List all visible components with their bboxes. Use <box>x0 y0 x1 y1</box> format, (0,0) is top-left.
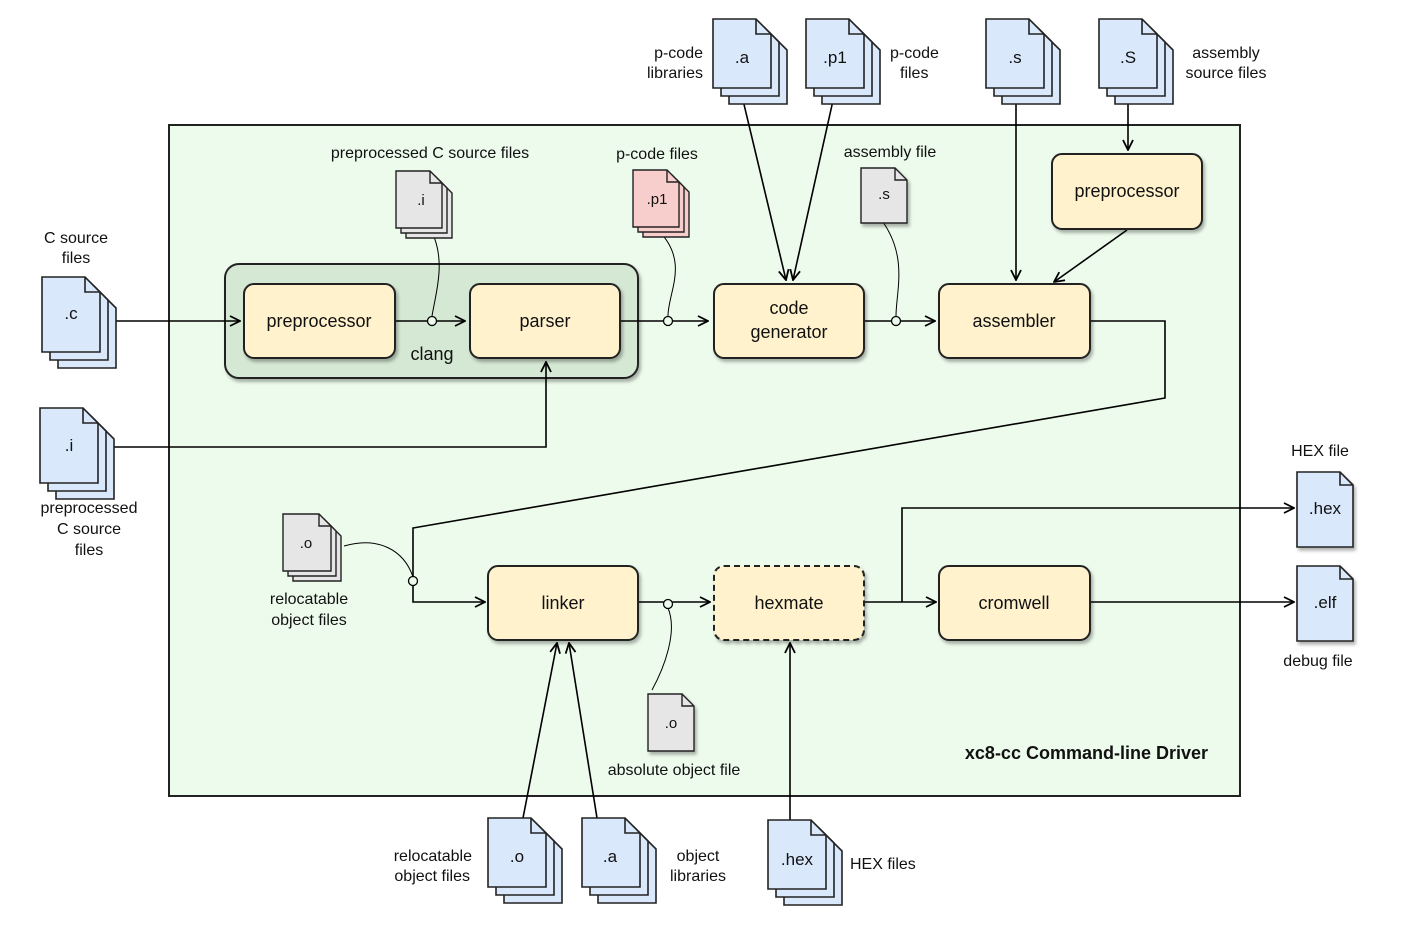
c-source-doc-icon[interactable] <box>41 276 117 369</box>
edge-p1-to-codegen <box>793 95 835 280</box>
driver-container <box>168 124 1241 797</box>
preproc-c-label-1: preprocessed <box>41 500 138 517</box>
cromwell-box[interactable] <box>938 565 1091 641</box>
reloc-left-label-2: object files <box>271 612 347 629</box>
pcode-libs-label-1: p-code <box>654 45 703 62</box>
parser-label: parser <box>519 311 570 331</box>
debug-file-label: debug file <box>1283 653 1352 670</box>
o-relocatable-bottom-doc-icon[interactable] <box>487 817 563 904</box>
edge-to-hex-output <box>901 508 1294 602</box>
S-input-doc-icon[interactable] <box>1098 18 1174 105</box>
p1-input-doc-text: .p1 <box>823 48 847 67</box>
edge-i-to-parser <box>114 362 546 448</box>
code-generator-label-2: generator <box>750 322 827 342</box>
c-source-label-2: files <box>62 250 90 267</box>
S-input-doc-text: .S <box>1120 48 1136 67</box>
obj-libs-label-2: libraries <box>670 868 726 885</box>
o-relocatable-bottom-doc-text: .o <box>510 847 524 866</box>
hexmate-label: hexmate <box>754 593 823 613</box>
s-intermediate-doc-icon[interactable] <box>860 167 908 224</box>
clang-label: clang <box>410 344 453 364</box>
i-input-doc-text: .i <box>65 436 74 455</box>
p1-input-doc-icon[interactable] <box>805 18 881 105</box>
p1-intermediate-doc-icon[interactable] <box>632 169 690 238</box>
parser-box[interactable] <box>469 283 621 359</box>
preproc-c-label-2: C source <box>57 521 121 538</box>
reloc-bottom-label-2: object files <box>394 868 470 885</box>
elf-output-doc-icon[interactable] <box>1296 565 1354 642</box>
o-absolute-doc-text: .o <box>665 715 678 732</box>
hexmate-box[interactable] <box>713 565 865 641</box>
i-intermediate-doc-text: .i <box>417 192 425 209</box>
a-object-lib-doc-icon[interactable] <box>581 817 657 904</box>
hex-files-label: HEX files <box>850 856 916 873</box>
cromwell-label: cromwell <box>978 593 1049 613</box>
assembler-label: assembler <box>972 311 1055 331</box>
a-pcode-doc-text: .a <box>735 48 750 67</box>
c-source-label-1: C source <box>44 230 108 247</box>
s-intermediate-doc-text: .s <box>878 186 890 203</box>
preproc-c-label-3: files <box>75 542 103 559</box>
linker-label: linker <box>541 593 584 613</box>
i-input-doc-icon[interactable] <box>39 407 115 500</box>
hex-input-doc-icon[interactable] <box>767 819 843 906</box>
c-source-doc-text: .c <box>64 304 78 323</box>
elf-output-doc-text: .elf <box>1314 593 1337 612</box>
preprocessor-c-box[interactable] <box>243 283 396 359</box>
hex-file-label: HEX file <box>1291 443 1349 460</box>
s-input-doc-icon[interactable] <box>985 18 1061 105</box>
assembly-file-label: assembly file <box>844 144 937 161</box>
pcode-files-mid-label: p-code files <box>616 146 698 163</box>
s-input-doc-text: .s <box>1008 48 1021 67</box>
free-labels: C source files preprocessed C source fil… <box>41 45 1353 885</box>
preprocessor-asm-label: preprocessor <box>1074 181 1179 201</box>
code-generator-box[interactable] <box>713 283 865 359</box>
obj-libs-label-1: object <box>677 848 720 865</box>
edge-a-to-linker <box>569 643 598 819</box>
edge-preprocessor-to-assembler <box>1054 229 1128 282</box>
asm-src-label-1: assembly <box>1192 45 1260 62</box>
pcode-libs-label-2: libraries <box>647 65 703 82</box>
o-absolute-doc-icon[interactable] <box>647 693 695 752</box>
edge-assembler-to-linker <box>412 320 1166 602</box>
i-intermediate-doc-icon[interactable] <box>395 170 453 239</box>
code-generator-label-1: code <box>769 298 808 318</box>
preprocessor-c-label: preprocessor <box>266 311 371 331</box>
o-relocatable-left-doc-text: .o <box>300 535 313 552</box>
process-boxes <box>243 153 1203 641</box>
hex-output-doc-icon[interactable] <box>1296 471 1354 548</box>
o-relocatable-left-doc-icon[interactable] <box>282 513 342 582</box>
reloc-bottom-label-1: relocatable <box>394 848 472 865</box>
linker-box[interactable] <box>487 565 639 641</box>
a-object-lib-doc-text: .a <box>603 847 618 866</box>
preprocessor-asm-box[interactable] <box>1051 153 1203 230</box>
hex-input-doc-text: .hex <box>781 850 814 869</box>
reloc-left-label-1: relocatable <box>270 591 348 608</box>
asm-src-label-2: source files <box>1186 65 1267 82</box>
p1-intermediate-doc-text: .p1 <box>647 191 668 208</box>
pcode-files-label-1: p-code <box>890 45 939 62</box>
tap-curves <box>343 221 900 691</box>
preprocessed-c-source-files-label: preprocessed C source files <box>331 145 529 162</box>
process-labels: preprocessor parser code generator assem… <box>266 181 1179 613</box>
assembler-box[interactable] <box>938 283 1091 359</box>
edge-o-to-linker <box>522 643 557 819</box>
driver-title: xc8-cc Command-line Driver <box>965 743 1208 763</box>
a-pcode-doc-icon[interactable] <box>712 18 788 105</box>
tap-circles <box>407 315 902 610</box>
pcode-files-label-2: files <box>900 65 928 82</box>
edge-a-to-codegen <box>741 95 786 280</box>
absolute-object-file-label: absolute object file <box>608 762 741 779</box>
hex-output-doc-text: .hex <box>1309 499 1342 518</box>
